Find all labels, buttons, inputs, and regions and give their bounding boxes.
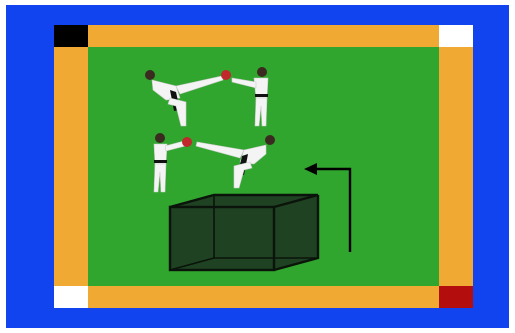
target-pad	[182, 137, 192, 147]
pad-holder-icon	[232, 67, 268, 126]
wireframe-cube-icon	[170, 195, 318, 270]
kicking-athlete-icon	[196, 135, 275, 188]
target-pad	[221, 70, 231, 80]
kicking-athlete-icon	[145, 70, 223, 126]
pad-holder-icon	[154, 133, 185, 192]
